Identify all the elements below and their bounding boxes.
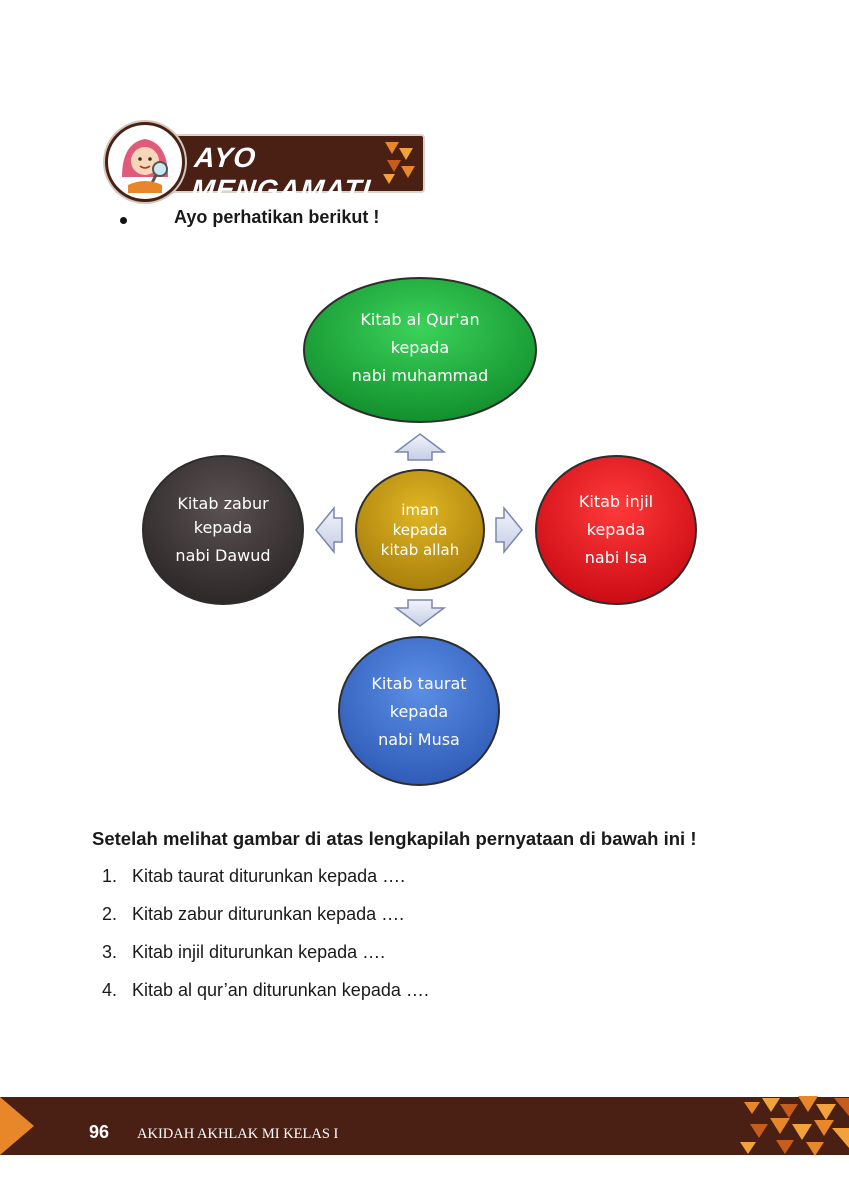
book-title: AKIDAH AKHLAK MI KELAS I bbox=[137, 1126, 339, 1142]
node-center-line-3: kitab allah bbox=[380, 541, 460, 559]
list-item: 1. Kitab taurat diturunkan kepada …. bbox=[102, 866, 429, 904]
node-bottom-line-2: kepada bbox=[389, 702, 449, 721]
node-top-circle bbox=[303, 277, 537, 423]
question-text: Kitab zabur diturunkan kepada …. bbox=[132, 904, 405, 924]
node-left-text: Kitab zabur kepada nabi Dawud bbox=[153, 492, 293, 568]
triangle-ornament-icon bbox=[383, 142, 415, 184]
page-footer bbox=[0, 1097, 849, 1155]
question-number: 4. bbox=[102, 980, 118, 1000]
node-bottom-text: Kitab taurat kepada nabi Musa bbox=[349, 670, 489, 754]
instruction-text: Setelah melihat gambar di atas lengkapil… bbox=[92, 828, 697, 849]
question-number: 2. bbox=[102, 904, 118, 924]
girl-magnifier-icon bbox=[115, 132, 175, 193]
question-number: 3. bbox=[102, 942, 118, 962]
page-number: 96 bbox=[89, 1122, 110, 1142]
arrow-left-icon bbox=[315, 505, 343, 555]
question-number: 1. bbox=[102, 866, 118, 886]
node-left-line-3: nabi Dawud bbox=[175, 546, 271, 565]
avatar bbox=[105, 122, 185, 202]
section-badge: AYO MENGAMATI bbox=[105, 122, 425, 205]
node-left-line-1: Kitab zabur bbox=[177, 494, 269, 513]
node-right-text: Kitab injil kepada nabi Isa bbox=[546, 488, 686, 572]
badge-bar bbox=[147, 134, 425, 193]
node-right-line-3: nabi Isa bbox=[584, 548, 648, 567]
arrow-up-icon bbox=[393, 433, 447, 461]
footer-triangle-ornament-icon bbox=[740, 1096, 849, 1156]
arrow-right-icon bbox=[495, 505, 523, 555]
node-left-line-2: kepada bbox=[193, 518, 253, 537]
intro-text: Ayo perhatikan berikut ! bbox=[174, 207, 380, 227]
bullet-icon bbox=[120, 217, 127, 224]
node-top-line-2: kepada bbox=[390, 338, 450, 357]
question-text: Kitab taurat diturunkan kepada …. bbox=[132, 866, 406, 886]
question-text: Kitab injil diturunkan kepada …. bbox=[132, 942, 386, 962]
arrow-down-icon bbox=[393, 599, 447, 627]
list-item: 4. Kitab al qur’an diturunkan kepada …. bbox=[102, 980, 429, 1018]
node-top-line-3: nabi muhammad bbox=[351, 366, 489, 385]
node-center-circle bbox=[355, 469, 485, 591]
node-right-line-2: kepada bbox=[586, 520, 646, 539]
question-text: Kitab al qur’an diturunkan kepada …. bbox=[132, 980, 429, 1000]
footer-left-triangle-icon bbox=[0, 1097, 34, 1155]
node-center-line-1: iman bbox=[401, 501, 439, 519]
node-right-circle bbox=[535, 455, 697, 605]
node-top-text: Kitab al Qur'an kepada nabi muhammad bbox=[320, 306, 520, 390]
node-bottom-circle bbox=[338, 636, 500, 786]
node-bottom-line-3: nabi Musa bbox=[378, 730, 460, 749]
node-center-line-2: kepada bbox=[392, 521, 448, 539]
list-item: 3. Kitab injil diturunkan kepada …. bbox=[102, 942, 429, 980]
node-left-circle bbox=[142, 455, 304, 605]
list-item: 2. Kitab zabur diturunkan kepada …. bbox=[102, 904, 429, 942]
node-center-text: iman kepada kitab allah bbox=[360, 500, 480, 560]
question-list: 1. Kitab taurat diturunkan kepada …. 2. … bbox=[102, 866, 429, 1018]
node-right-line-1: Kitab injil bbox=[578, 492, 654, 511]
node-bottom-line-1: Kitab taurat bbox=[371, 674, 467, 693]
node-top-line-1: Kitab al Qur'an bbox=[360, 310, 480, 329]
